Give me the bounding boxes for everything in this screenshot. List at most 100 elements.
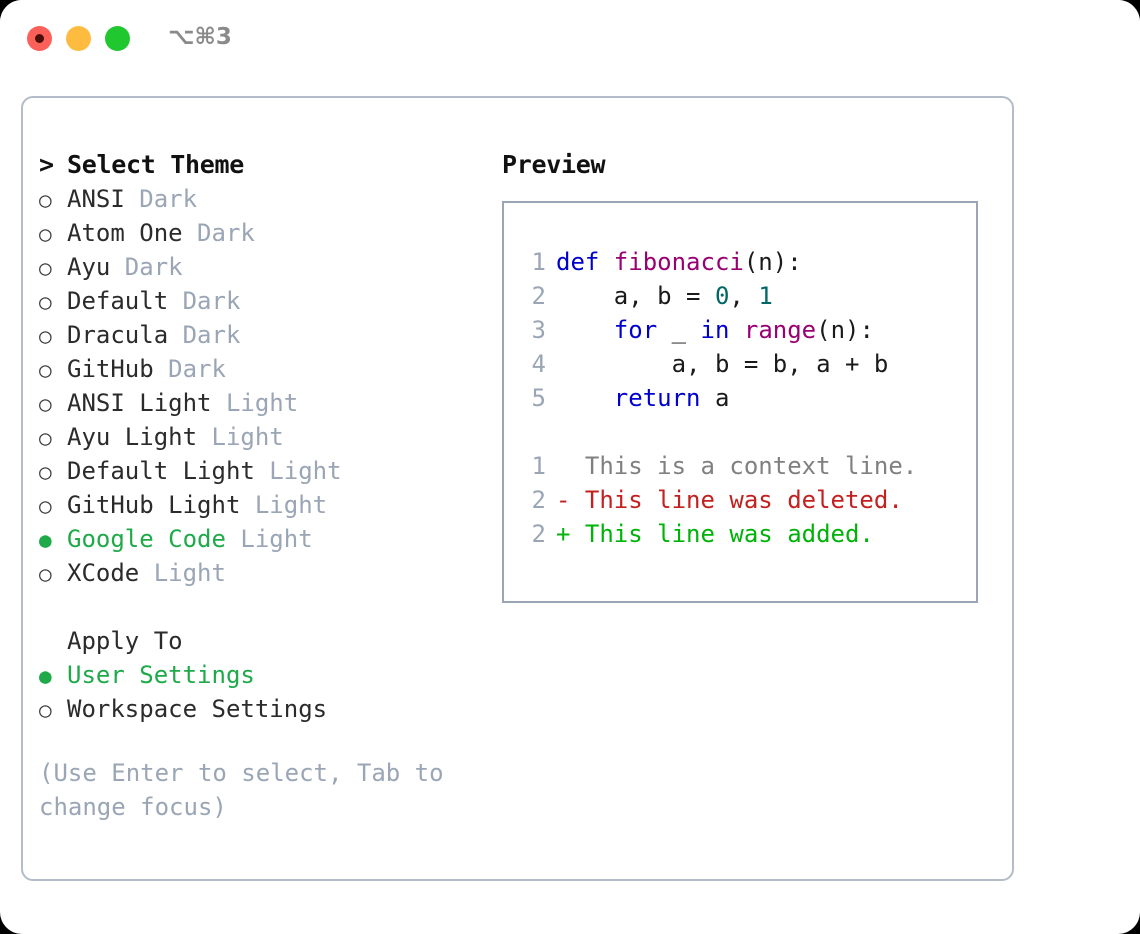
close-button[interactable] bbox=[27, 26, 52, 51]
theme-list-item[interactable]: ○ Default Light Light bbox=[39, 454, 479, 488]
radio-selected-icon: ● bbox=[39, 528, 52, 552]
code-line-number: 3 bbox=[531, 316, 546, 344]
code-token: 0 bbox=[714, 282, 730, 310]
diff-line: 2+ This line was added. bbox=[518, 517, 976, 551]
maximize-button[interactable] bbox=[105, 26, 130, 51]
theme-kind-badge: Light bbox=[139, 559, 226, 587]
radio-unselected-icon: ○ bbox=[39, 222, 52, 246]
theme-kind-badge: Dark bbox=[124, 185, 198, 213]
code-token: range bbox=[743, 316, 817, 344]
theme-name: Default bbox=[67, 287, 169, 315]
theme-name: Ayu bbox=[67, 253, 111, 281]
theme-name: GitHub bbox=[67, 355, 154, 383]
minimize-button[interactable] bbox=[66, 26, 91, 51]
theme-kind-badge: Light bbox=[211, 389, 299, 417]
theme-list-item[interactable]: ○ Atom One Dark bbox=[39, 216, 479, 250]
theme-kind-badge: Light bbox=[240, 491, 328, 519]
code-token bbox=[729, 316, 743, 344]
code-line: 4 a, b = b, a + b bbox=[518, 347, 976, 381]
code-line-number: 1 bbox=[531, 248, 546, 276]
radio-unselected-icon: ○ bbox=[39, 426, 52, 450]
theme-kind-badge: Dark bbox=[168, 287, 241, 315]
code-line: 5 return a bbox=[518, 381, 976, 415]
theme-list-item[interactable]: ● Google Code Light bbox=[39, 522, 479, 556]
keyboard-hint-text: (Use Enter to select, Tab to change focu… bbox=[39, 759, 444, 821]
theme-kind-badge: Light bbox=[225, 525, 313, 553]
code-token: _ bbox=[657, 316, 701, 344]
code-diff-gap bbox=[518, 415, 976, 449]
code-token: def bbox=[556, 248, 614, 276]
diff-line-number: 1 bbox=[531, 452, 546, 480]
code-token: a, b = b, a + b bbox=[556, 350, 889, 378]
code-token: (n): bbox=[816, 316, 874, 344]
theme-name: Atom One bbox=[67, 219, 183, 247]
theme-name: Dracula bbox=[67, 321, 169, 349]
theme-list-item[interactable]: ○ Default Dark bbox=[39, 284, 479, 318]
theme-name: XCode bbox=[67, 559, 140, 587]
theme-list-item[interactable]: ○ ANSI Light Light bbox=[39, 386, 479, 420]
code-token: fibonacci bbox=[613, 248, 744, 276]
code-token: for bbox=[613, 316, 658, 344]
code-token: a, b = bbox=[556, 282, 715, 310]
radio-unselected-icon: ○ bbox=[39, 562, 52, 586]
theme-name: Google Code bbox=[67, 525, 226, 553]
diff-line-number: 2 bbox=[531, 486, 546, 514]
theme-kind-badge: Dark bbox=[110, 253, 183, 281]
radio-unselected-icon: ○ bbox=[39, 324, 52, 348]
select-theme-header: > Select Theme bbox=[39, 148, 479, 182]
radio-unselected-icon: ○ bbox=[39, 392, 52, 416]
theme-kind-badge: Dark bbox=[168, 321, 241, 349]
list-gap bbox=[39, 590, 479, 624]
diff-line-text: This is a context line. bbox=[556, 452, 918, 480]
diff-line-number: 2 bbox=[531, 520, 546, 548]
theme-kind-badge: Dark bbox=[153, 355, 226, 383]
theme-list-item[interactable]: ○ Ayu Dark bbox=[39, 250, 479, 284]
theme-kind-badge: Light bbox=[197, 423, 284, 451]
theme-list-item[interactable]: ○ANSI Dark bbox=[39, 182, 479, 216]
theme-name: Ayu Light bbox=[67, 423, 198, 451]
theme-list-item[interactable]: ○ GitHub Light Light bbox=[39, 488, 479, 522]
main-panel: >Select Theme ○ANSI Dark○Atom One Dark○A… bbox=[21, 96, 1014, 881]
preview-header: Preview bbox=[502, 150, 606, 179]
theme-list: ○ANSI Dark○Atom One Dark○Ayu Dark○Defaul… bbox=[39, 182, 479, 590]
apply-to-label: Workspace Settings bbox=[67, 695, 328, 723]
radio-unselected-icon: ○ bbox=[39, 290, 52, 314]
radio-unselected-icon: ○ bbox=[39, 256, 52, 280]
radio-unselected-icon: ○ bbox=[39, 698, 52, 722]
radio-unselected-icon: ○ bbox=[39, 494, 52, 518]
radio-unselected-icon: ○ bbox=[39, 460, 52, 484]
theme-kind-badge: Light bbox=[254, 457, 342, 485]
theme-name: Default Light bbox=[67, 457, 255, 485]
window-shortcut-label: ⌥⌘3 bbox=[168, 24, 232, 50]
theme-list-item[interactable]: ○ Ayu Light Light bbox=[39, 420, 479, 454]
theme-list-item[interactable]: ○ XCode Light bbox=[39, 556, 479, 590]
caret-icon: > bbox=[39, 150, 54, 179]
theme-name: ANSI bbox=[67, 185, 125, 213]
select-theme-title: Select Theme bbox=[67, 150, 245, 179]
diff-line: 2- This line was deleted. bbox=[518, 483, 976, 517]
theme-name: GitHub Light bbox=[67, 491, 241, 519]
code-line-number: 5 bbox=[531, 384, 546, 412]
apply-to-option[interactable]: ●User Settings bbox=[39, 658, 479, 692]
code-token: , bbox=[729, 282, 759, 310]
code-token: in bbox=[700, 316, 730, 344]
code-token: 1 bbox=[758, 282, 773, 310]
theme-name: ANSI Light bbox=[67, 389, 212, 417]
apply-to-option[interactable]: ○ Workspace Settings bbox=[39, 692, 479, 726]
apply-to-list: ●User Settings ○ Workspace Settings bbox=[39, 658, 479, 726]
diff-line: 1 This is a context line. bbox=[518, 449, 976, 483]
theme-kind-badge: Dark bbox=[182, 219, 255, 247]
radio-selected-icon: ● bbox=[39, 664, 52, 688]
theme-list-item[interactable]: ○ Dracula Dark bbox=[39, 318, 479, 352]
code-line-number: 2 bbox=[531, 282, 546, 310]
code-line: 3 for _ in range(n): bbox=[518, 313, 976, 347]
theme-list-item[interactable]: ○GitHub Dark bbox=[39, 352, 479, 386]
code-line: 2 a, b = 0, 1 bbox=[518, 279, 976, 313]
code-token bbox=[556, 316, 614, 344]
diff-sample: 1 This is a context line.2- This line wa… bbox=[518, 449, 976, 551]
code-token bbox=[556, 384, 614, 412]
